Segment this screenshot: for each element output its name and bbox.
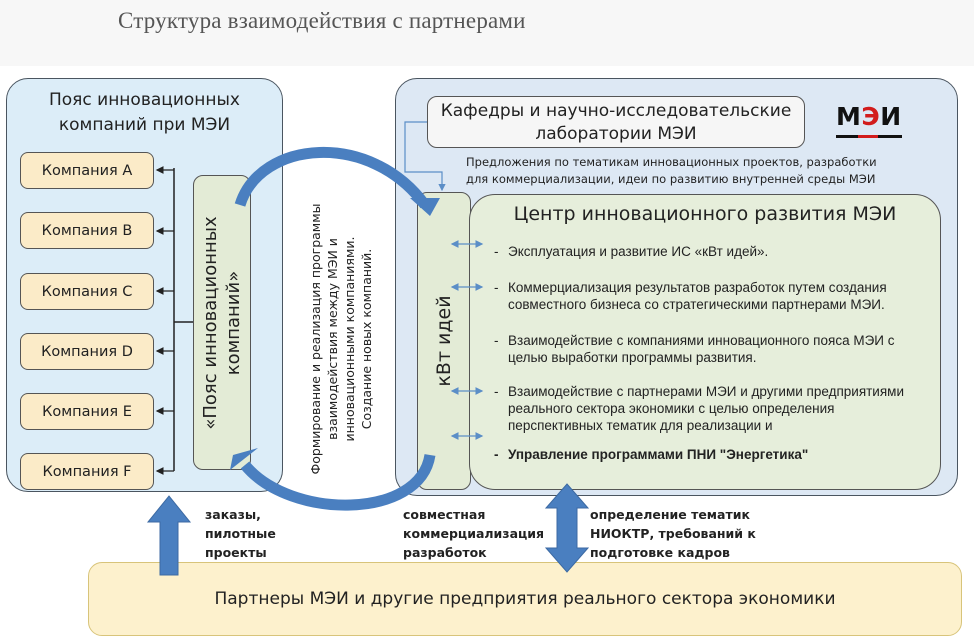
center-item: -Эксплуатация и развитие ИС «кВт идей». [494, 243, 928, 260]
departments-line1: Кафедры и научно-исследовательские [440, 101, 792, 121]
item-text: Эксплуатация и развитие ИС «кВт идей». [508, 244, 769, 259]
topics-line: НИОКТР, требований к [590, 526, 756, 541]
proposals-line2: для коммерциализации, идеи по развитию в… [466, 172, 876, 186]
logo-letter-m: М [836, 102, 862, 131]
belt-title-line1: Пояс инновационных [48, 90, 240, 110]
logo-letter-i: И [880, 102, 902, 131]
belt-vertical-label: «Пояс инновационных компаний» [199, 216, 245, 429]
partners-box: Партнеры МЭИ и другие предприятия реальн… [88, 562, 962, 636]
logo-underline-accent [858, 135, 878, 138]
program-line4: Создание новых компаний. [358, 248, 374, 430]
joint-commercialization-label: совместная коммерциализация разработок [403, 505, 544, 562]
mei-logo: МЭИ [836, 102, 902, 131]
center-item: -Управление программами ПНИ "Энергетика" [494, 446, 928, 463]
kvt-ideas-label: кВт идей [433, 295, 455, 387]
company-box-a[interactable]: Компания A [20, 152, 154, 189]
belt-vertical-line2: компаний» [223, 270, 244, 375]
orders-line: заказы, [205, 507, 261, 522]
belt-title-line2: компаний при МЭИ [58, 115, 231, 135]
departments-box: Кафедры и научно-исследовательские лабор… [427, 96, 805, 148]
program-description-text: Формирование и реализация программы взаи… [307, 203, 375, 474]
center-item: -Коммерциализация результатов разработок… [494, 279, 928, 313]
belt-vertical-box: «Пояс инновационных компаний» [193, 175, 251, 470]
joint-line: совместная [403, 507, 486, 522]
company-box-d[interactable]: Компания D [20, 333, 154, 370]
company-box-f[interactable]: Компания F [20, 453, 154, 490]
topics-double-arrow [544, 483, 590, 573]
belt-vertical-line1: «Пояс инновационных [200, 215, 221, 430]
item-dash: - [494, 280, 499, 295]
item-text: Управление программами ПНИ "Энергетика" [508, 447, 809, 462]
departments-line2: лаборатории МЭИ [535, 124, 697, 144]
center-item: -Взаимодействие с партнерами МЭИ и други… [494, 383, 928, 434]
innovation-center-title: Центр инновационного развития МЭИ [513, 203, 897, 225]
joint-line: коммерциализация [403, 526, 545, 541]
orders-line: проекты [205, 545, 267, 560]
item-dash: - [494, 244, 499, 259]
joint-line: разработок [403, 545, 487, 560]
program-line1: Формирование и реализация программы [307, 203, 323, 475]
company-box-b[interactable]: Компания B [20, 212, 154, 249]
item-dash: - [494, 384, 499, 399]
center-item: -Взаимодействие с компаниями инновационн… [494, 332, 928, 366]
proposals-text: Предложения по тематикам инновационных п… [466, 154, 936, 188]
item-text: Коммерциализация результатов разработок … [508, 280, 887, 312]
orders-label: заказы, пилотные проекты [205, 505, 276, 562]
company-box-e[interactable]: Компания E [20, 393, 154, 430]
innovation-belt-title: Пояс инновационных компаний при МЭИ [6, 88, 283, 138]
program-line2: взаимодействия между МЭИ и [324, 238, 340, 440]
item-text: Взаимодействие с компаниями инновационно… [508, 333, 895, 365]
topics-line: определение тематик [590, 507, 750, 522]
topics-line: подготовке кадров [590, 545, 730, 560]
kvt-ideas-box[interactable]: кВт идей [417, 192, 471, 490]
program-description: Формирование и реализация программы взаи… [283, 190, 398, 488]
header-bar: Структура взаимодействия с партнерами [0, 0, 974, 66]
orders-line: пилотные [205, 526, 276, 541]
proposals-line1: Предложения по тематикам инновационных п… [466, 155, 877, 169]
company-box-c[interactable]: Компания C [20, 273, 154, 310]
page-title: Структура взаимодействия с партнерами [118, 8, 526, 33]
innovation-center-box [469, 194, 941, 490]
logo-letter-e: Э [861, 102, 881, 131]
item-dash: - [494, 447, 499, 462]
topics-label: определение тематик НИОКТР, требований к… [590, 505, 756, 562]
item-text: Взаимодействие с партнерами МЭИ и другим… [508, 384, 904, 433]
item-dash: - [494, 333, 499, 348]
program-line3: инновационными компаниями. [341, 236, 357, 442]
